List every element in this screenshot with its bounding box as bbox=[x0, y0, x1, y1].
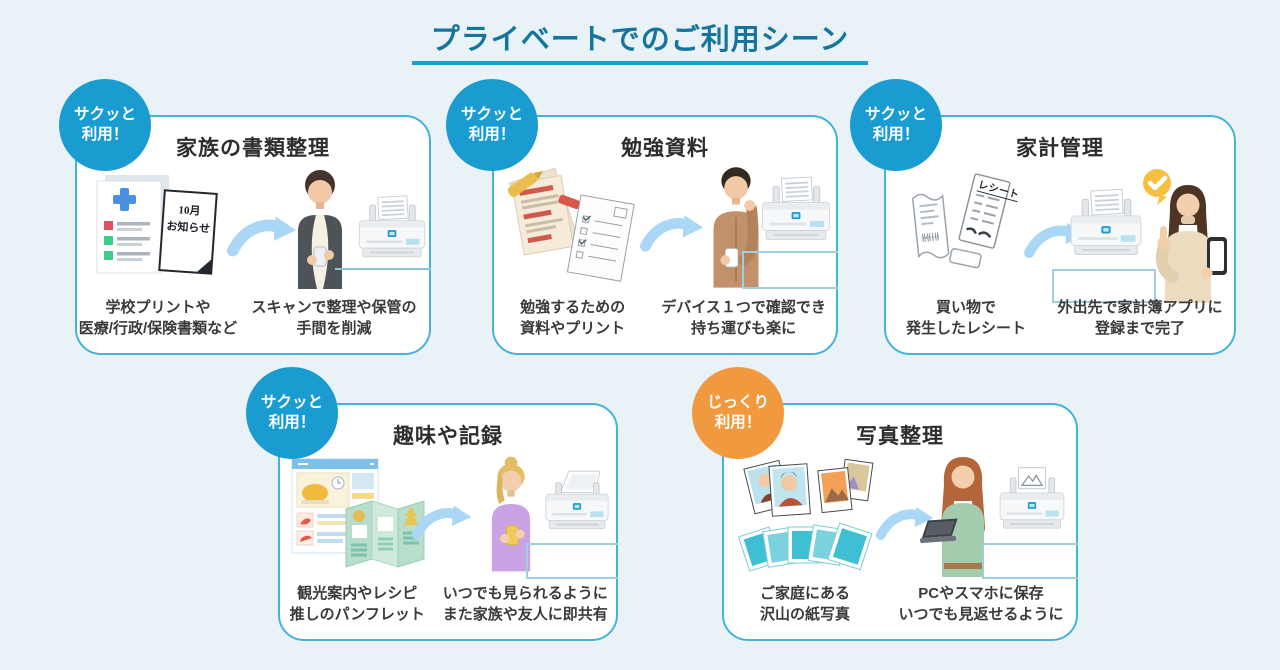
arrow-icon bbox=[227, 216, 297, 257]
notice-paper: 10月 お知らせ bbox=[158, 189, 218, 275]
left-caption: 観光案内やレシピ 推しのパンフレット bbox=[289, 585, 425, 623]
usage-card-family-documents: サクッと 利用！ 家族の書類整理 10月 お知らせ bbox=[59, 79, 431, 355]
man-with-phone-icon bbox=[298, 170, 342, 289]
table-icon bbox=[1052, 269, 1156, 303]
check-bubble-icon bbox=[1143, 169, 1171, 205]
captions: 学校プリントや 医療/行政/保険書類など スキャンで整理や保管の 手間を削減 bbox=[77, 297, 429, 339]
study-papers-icon bbox=[507, 167, 635, 282]
woman-with-phone-icon bbox=[491, 456, 531, 572]
page-title: プライベートでのご利用シーン bbox=[430, 24, 850, 56]
left-caption: ご家庭にある 沢山の紙写真 bbox=[759, 585, 850, 623]
table-line bbox=[335, 268, 431, 270]
right-caption: 外出先で家計簿アプリに 登録まで完了 bbox=[1057, 299, 1223, 337]
receipts-icon bbox=[911, 173, 1011, 269]
arrow-icon bbox=[876, 506, 934, 540]
captions: ご家庭にある 沢山の紙写真 PCやスマホに保存 いつでも見返せるように bbox=[724, 583, 1076, 625]
usage-card-study-materials: サクッと 利用！ 勉強資料 bbox=[446, 79, 838, 355]
documents-icon bbox=[96, 175, 169, 274]
card-title: 勉強資料 bbox=[621, 137, 709, 160]
left-caption: 買い物で 発生したレシート bbox=[906, 299, 1027, 337]
card-title: 家族の書類整理 bbox=[176, 137, 330, 160]
man-thinking-with-phone-icon bbox=[713, 167, 759, 288]
arrow-icon bbox=[640, 215, 704, 252]
right-caption: スキャンで整理や保管の 手間を削減 bbox=[251, 299, 417, 337]
arrow-icon bbox=[412, 505, 472, 540]
card-title: 写真整理 bbox=[856, 425, 944, 448]
captions: 観光案内やレシピ 推しのパンフレット いつでも見られるように また家族や友人に即… bbox=[280, 583, 616, 625]
quick-use-badge: サクッと 利用！ bbox=[246, 367, 338, 459]
card-title: 家計管理 bbox=[1016, 137, 1104, 160]
photos-icon bbox=[738, 458, 874, 572]
scanner-icon bbox=[762, 176, 830, 240]
scene-household-budget: レシート bbox=[886, 117, 1234, 353]
slow-use-badge: じっくり 利用！ bbox=[692, 367, 784, 459]
woman-thumbs-up-phone-icon bbox=[1155, 185, 1227, 303]
right-caption: デバイス１つで確認でき 持ち運びも楽に bbox=[661, 299, 826, 337]
scanner-open-lid-icon bbox=[545, 470, 609, 530]
usage-card-photo-organizing: じっくり 利用！ 写真整理 bbox=[692, 367, 1078, 641]
usage-card-hobby-records: サクッと 利用！ 趣味や記録 bbox=[246, 367, 618, 641]
table-icon bbox=[982, 543, 1078, 579]
left-caption: 勉強するための 資料やプリント bbox=[520, 299, 626, 337]
table-icon bbox=[526, 543, 618, 579]
captions: 買い物で 発生したレシート 外出先で家計簿アプリに 登録まで完了 bbox=[886, 297, 1234, 339]
scene-photo-organizing bbox=[724, 405, 1078, 639]
quick-use-badge: サクッと 利用！ bbox=[59, 79, 151, 171]
brochure-icon bbox=[291, 458, 425, 568]
quick-use-badge: サクッと 利用！ bbox=[446, 79, 538, 171]
left-caption: 学校プリントや 医療/行政/保険書類など bbox=[78, 299, 238, 337]
right-caption: いつでも見られるように また家族や友人に即共有 bbox=[442, 585, 608, 623]
usage-card-household-budget: サクッと 利用！ 家計管理 レシート bbox=[850, 79, 1236, 355]
title-underline bbox=[412, 61, 868, 65]
scene-hobby-records bbox=[280, 405, 618, 639]
scene-study-materials bbox=[494, 117, 838, 353]
captions: 勉強するための 資料やプリント デバイス１つで確認でき 持ち運びも楽に bbox=[494, 297, 836, 339]
woman-with-laptop-icon bbox=[920, 457, 985, 577]
scanner-icon bbox=[1070, 188, 1142, 256]
scanner-photo-out-icon bbox=[999, 467, 1065, 529]
right-caption: PCやスマホに保存 いつでも見返せるように bbox=[898, 585, 1064, 623]
table-icon bbox=[742, 251, 838, 289]
scanner-icon bbox=[358, 195, 426, 258]
quick-use-badge: サクッと 利用！ bbox=[850, 79, 942, 171]
card-title: 趣味や記録 bbox=[393, 425, 503, 448]
scene-family-documents: 10月 お知らせ bbox=[77, 117, 431, 353]
